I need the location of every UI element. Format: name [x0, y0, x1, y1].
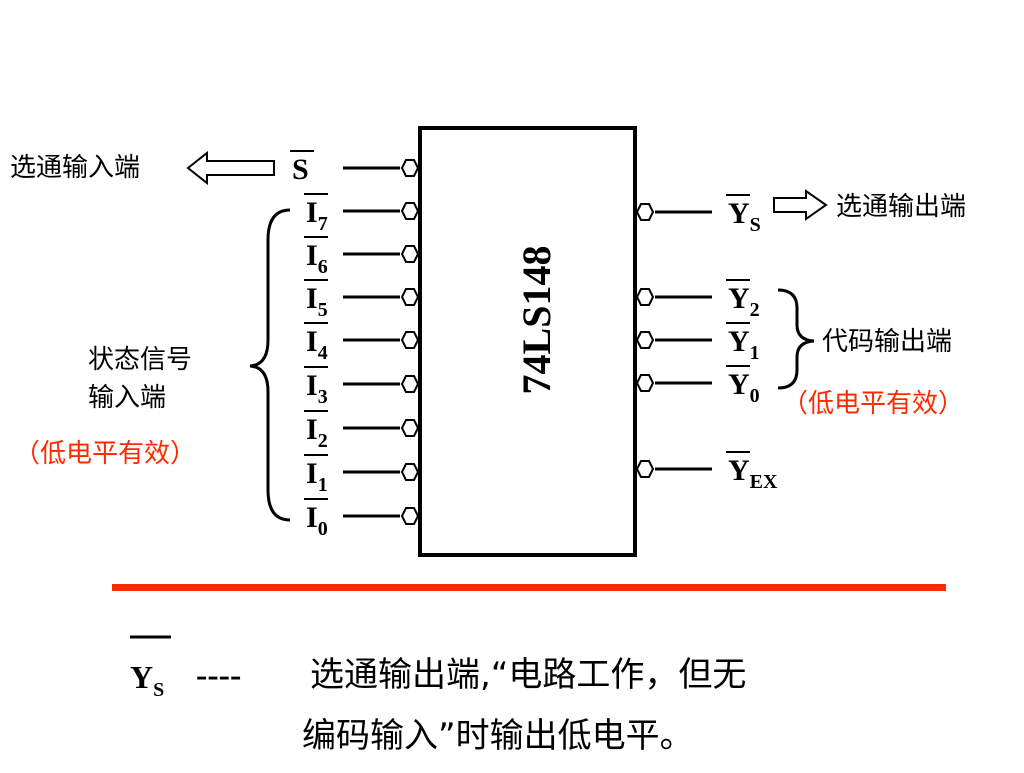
strobe-output-arrow	[773, 189, 828, 221]
status-input-label-1: 状态信号	[88, 345, 192, 375]
input-pin-i5-label: I5	[306, 282, 328, 321]
input-pin-i6-bubble	[400, 245, 420, 263]
input-pin-i2: I2	[304, 410, 420, 452]
input-pin-i0: I0	[304, 498, 420, 540]
output-pin-yex-label: YEX	[728, 454, 778, 493]
note-dashes: ----	[196, 657, 241, 694]
chip-body	[418, 126, 637, 557]
strobe-input-arrow	[186, 150, 275, 186]
output-pin-y1-bubble	[635, 331, 655, 349]
input-pin-s-label: S	[292, 153, 309, 186]
input-pin-i3-label: I3	[306, 369, 328, 408]
input-pin-i2-label: I2	[306, 413, 328, 452]
input-pin-i4-bubble	[400, 331, 420, 349]
input-pin-i1: I1	[304, 454, 420, 496]
status-input-label-2: 输入端	[88, 383, 166, 413]
input-pin-s-bubble	[400, 159, 420, 177]
input-pin-i7-label: I7	[306, 196, 328, 235]
strobe-input-label: 选通输入端	[10, 153, 140, 183]
output-pin-ys-label: YS	[728, 197, 761, 236]
input-pin-i0-bubble	[400, 507, 420, 525]
input-pin-i7-bubble	[400, 202, 420, 220]
output-pin-y2: Y2	[635, 279, 760, 321]
output-pin-y0: Y0	[635, 365, 760, 407]
input-pin-i4-label: I4	[306, 325, 328, 364]
chip-name: 74LS148	[514, 246, 559, 395]
active-low-left-label: （低电平有效）	[14, 439, 196, 469]
output-pin-y2-label: Y2	[728, 282, 760, 321]
input-pin-i1-bubble	[400, 463, 420, 481]
red-divider	[112, 584, 946, 591]
output-pin-y0-label: Y0	[728, 368, 760, 407]
note-symbol: YS	[130, 659, 164, 701]
output-pin-y2-bubble	[635, 288, 655, 306]
code-output-label: 代码输出端	[822, 327, 952, 357]
input-pin-i1-label: I1	[306, 457, 328, 496]
input-pin-i6: I6	[304, 236, 420, 278]
input-pin-i3: I3	[304, 366, 420, 408]
input-pin-i5-bubble	[400, 288, 420, 306]
output-pin-y0-bubble	[635, 374, 655, 392]
output-pin-ys-bubble	[635, 203, 655, 221]
note-line-2: 编码输入”时输出低电平。	[302, 716, 694, 756]
input-pin-i6-label: I6	[306, 239, 328, 278]
input-pin-i3-bubble	[400, 375, 420, 393]
strobe-output-label: 选通输出端	[836, 192, 966, 222]
output-pin-y1: Y1	[635, 322, 760, 364]
note-line-1: 选通输出端,“电路工作，但无	[310, 655, 746, 695]
output-pin-y1-label: Y1	[728, 325, 760, 364]
output-brace	[777, 288, 815, 390]
input-pin-s: S	[290, 150, 420, 186]
output-pin-yex: YEX	[635, 451, 778, 493]
input-pin-i0-label: I0	[306, 501, 328, 540]
input-pin-i2-bubble	[400, 419, 420, 437]
input-brace	[249, 208, 291, 522]
output-pin-ys: YS	[635, 194, 761, 236]
active-low-right-label: （低电平有效）	[782, 389, 964, 419]
input-pin-i7: I7	[304, 193, 420, 235]
input-pin-i4: I4	[304, 322, 420, 364]
output-pin-yex-bubble	[635, 460, 655, 478]
input-pin-i5: I5	[304, 279, 420, 321]
